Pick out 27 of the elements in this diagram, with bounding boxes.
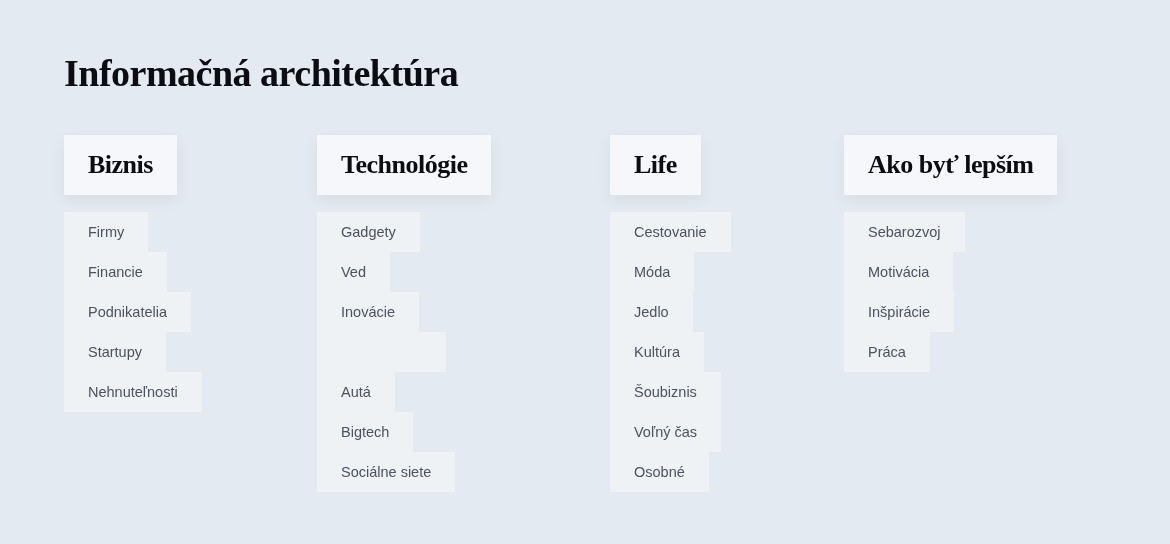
subcategory-item: Motivácia: [844, 252, 954, 292]
subcategory-item: Voľný čas: [610, 412, 722, 452]
subcategory-item: Jedlo: [610, 292, 693, 332]
subcategory-item: Autá: [317, 372, 395, 412]
subcategory-item: Kultúra: [610, 332, 704, 372]
subcategory-item: Osobné: [610, 452, 709, 492]
subcategory-item: Inšpirácie: [844, 292, 955, 332]
subcategory-item: Práca: [844, 332, 930, 372]
subcategory-item: Ved: [317, 252, 390, 292]
subcategory-item: Cestovanie: [610, 212, 731, 252]
subcategory-item: Startupy: [64, 332, 166, 372]
category-heading: Life: [610, 135, 701, 195]
subcategory-item: Sebarozvoj: [844, 212, 965, 252]
subcategory-item: Nehnuteľnosti: [64, 372, 202, 412]
subcategory-item: Šoubiznis: [610, 372, 721, 412]
subcategory-item: Firmy: [64, 212, 149, 252]
page-title: Informačná architektúra: [64, 51, 459, 96]
category-heading: Ako byť lepším: [844, 135, 1058, 195]
subcategory-item: Inovácie: [317, 292, 419, 332]
category-heading: Technológie: [317, 135, 492, 195]
category-heading: Biznis: [64, 135, 177, 195]
subcategory-item: Financie: [64, 252, 167, 292]
subcategory-item: Sociálne siete: [317, 452, 456, 492]
subcategory-item: Gadgety: [317, 212, 420, 252]
subcategory-item: Móda: [610, 252, 695, 292]
subcategory-item: Bigtech: [317, 412, 414, 452]
subcategory-item: Podnikatelia: [64, 292, 191, 332]
